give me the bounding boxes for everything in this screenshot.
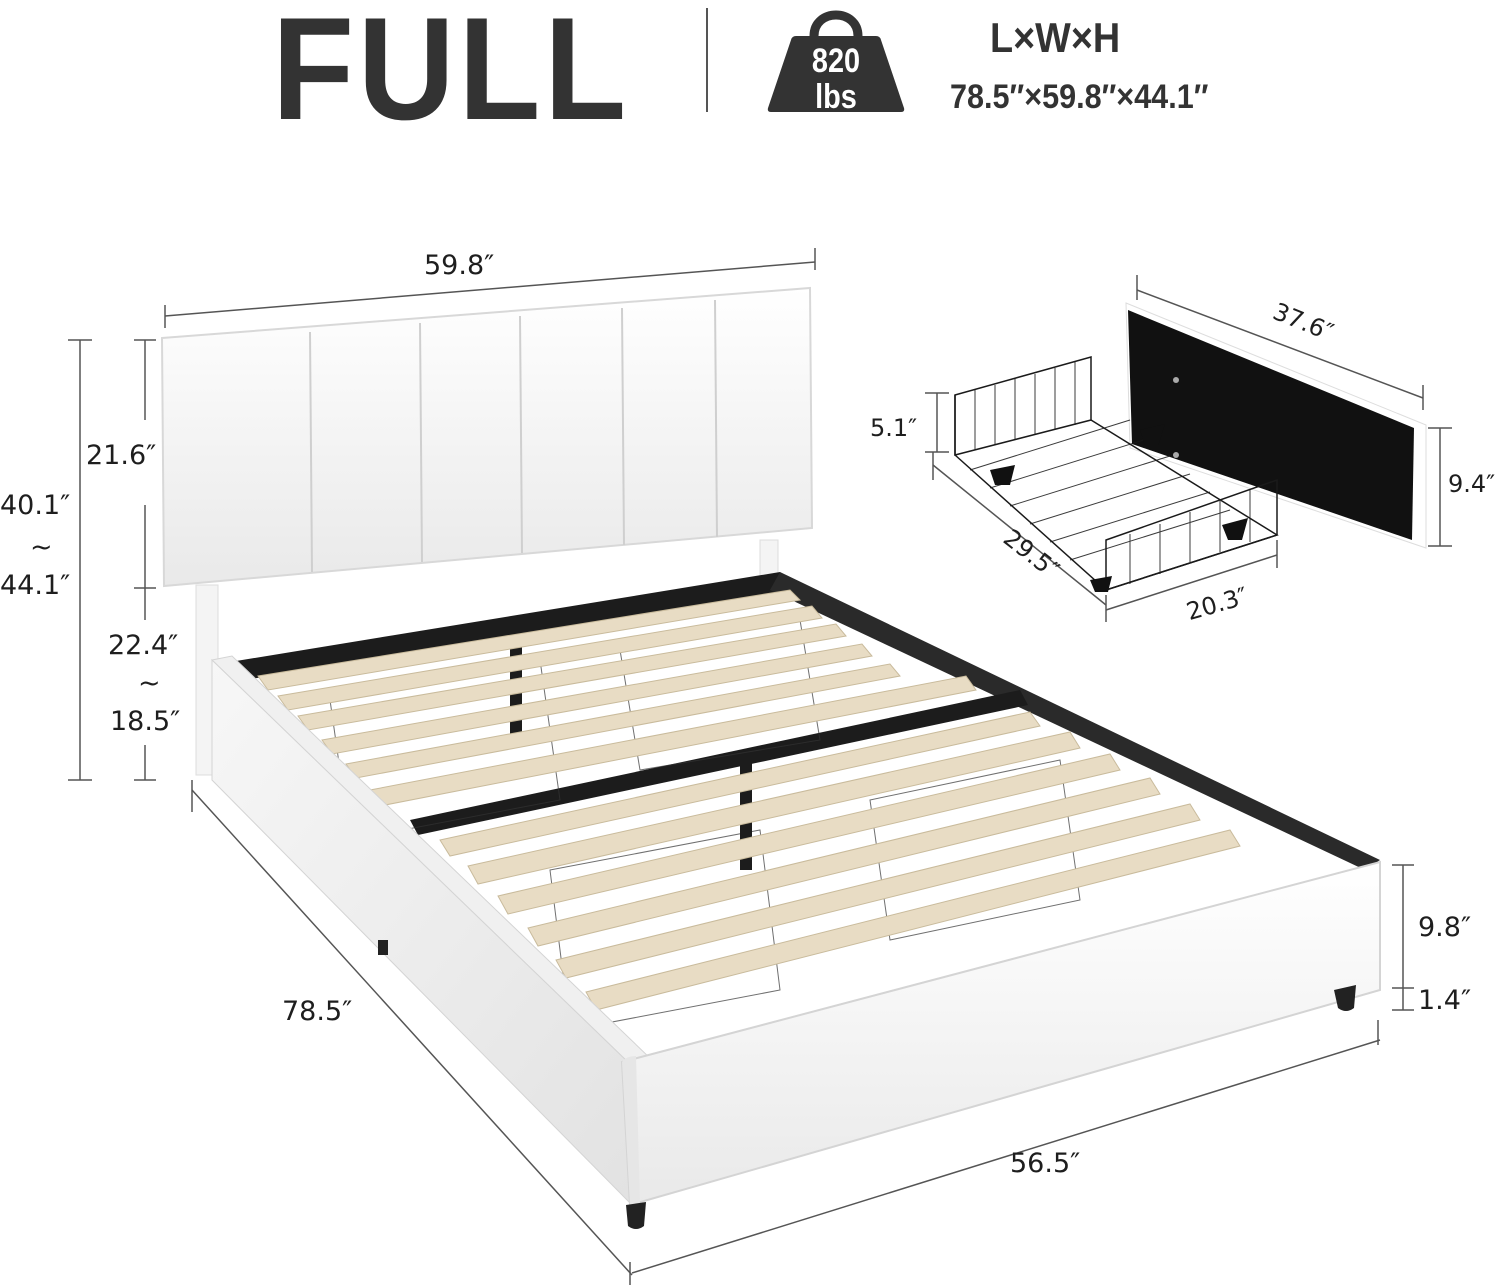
headboard xyxy=(160,286,814,776)
total-height-separator: ~ xyxy=(30,532,53,563)
storage-drawer xyxy=(925,275,1452,622)
header-divider xyxy=(706,8,708,112)
leg-clearance-separator: ~ xyxy=(138,668,161,699)
bed-size-title: FULL xyxy=(272,0,630,150)
weight-unit: lbs xyxy=(815,78,857,116)
footboard-width-label: 56.5″ xyxy=(1010,1148,1081,1179)
bed-legs xyxy=(378,940,1356,1229)
basket-height-label: 5.1″ xyxy=(870,414,918,442)
weight-icon xyxy=(767,10,905,112)
dimensions-value: 78.5″×59.8″×44.1″ xyxy=(950,78,1209,116)
leg-clearance-max-label: 22.4″ xyxy=(108,630,179,661)
bed-length-label: 78.5″ xyxy=(282,996,353,1027)
headboard-height-label: 21.6″ xyxy=(86,440,157,471)
headboard-width-label: 59.8″ xyxy=(424,250,495,281)
wooden-slats xyxy=(257,589,1241,1011)
dimension-lines xyxy=(68,248,1414,1285)
weight-value: 820 xyxy=(811,42,861,80)
weight-capacity-badge: 820 lbs xyxy=(766,0,906,115)
side-rail-height-label: 9.8″ xyxy=(1418,912,1472,943)
total-height-min-label: 40.1″ xyxy=(0,490,71,521)
dimensions-title: L×W×H xyxy=(990,14,1121,61)
leg-height-label: 1.4″ xyxy=(1418,985,1472,1016)
total-height-max-label: 44.1″ xyxy=(0,570,71,601)
leg-clearance-min-label: 18.5″ xyxy=(110,706,181,737)
bed-rails xyxy=(210,655,1381,1207)
drawer-front-height-label: 9.4″ xyxy=(1448,470,1496,498)
